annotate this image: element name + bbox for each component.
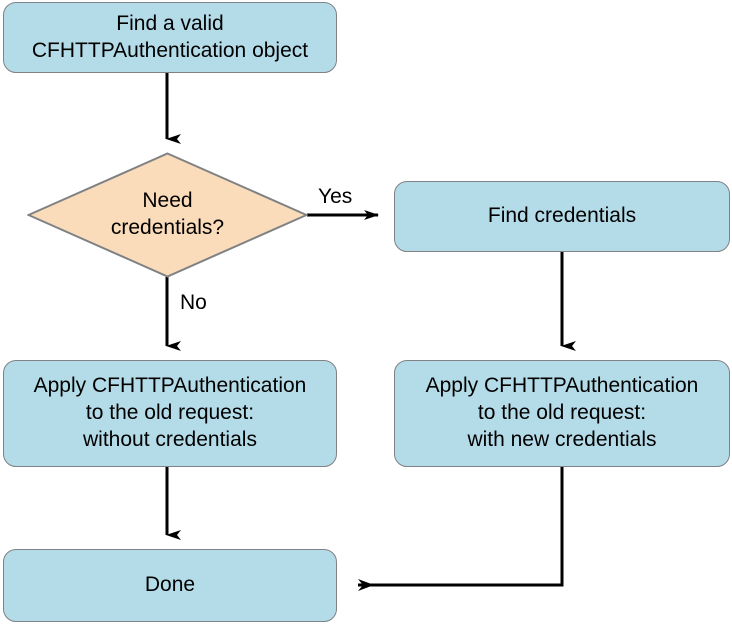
node-done-label: Done	[144, 573, 196, 597]
node-done[interactable]: Done	[3, 549, 337, 622]
node-find-auth-object[interactable]: Find a valid CFHTTPAuthentication object	[3, 2, 337, 73]
edge-label-no: No	[180, 291, 207, 314]
node-find-credentials[interactable]: Find credentials	[394, 181, 730, 252]
node-apply-with-new-credentials[interactable]: Apply CFHTTPAuthentication to the old re…	[394, 360, 730, 467]
node-apply-without-credentials-label: Apply CFHTTPAuthentication to the old re…	[33, 374, 307, 451]
decision-diamond-shape	[27, 152, 308, 278]
node-apply-without-credentials[interactable]: Apply CFHTTPAuthentication to the old re…	[3, 360, 337, 467]
node-apply-with-new-credentials-label: Apply CFHTTPAuthentication to the old re…	[425, 374, 699, 451]
node-find-auth-object-label: Find a valid CFHTTPAuthentication object	[31, 11, 309, 62]
node-need-credentials-label: Need credentials?	[110, 189, 225, 239]
node-find-credentials-label: Find credentials	[487, 204, 637, 228]
edge-apply-with-to-done	[358, 467, 564, 591]
node-need-credentials[interactable]: Need credentials?	[27, 152, 308, 278]
edge-label-yes: Yes	[318, 185, 353, 208]
